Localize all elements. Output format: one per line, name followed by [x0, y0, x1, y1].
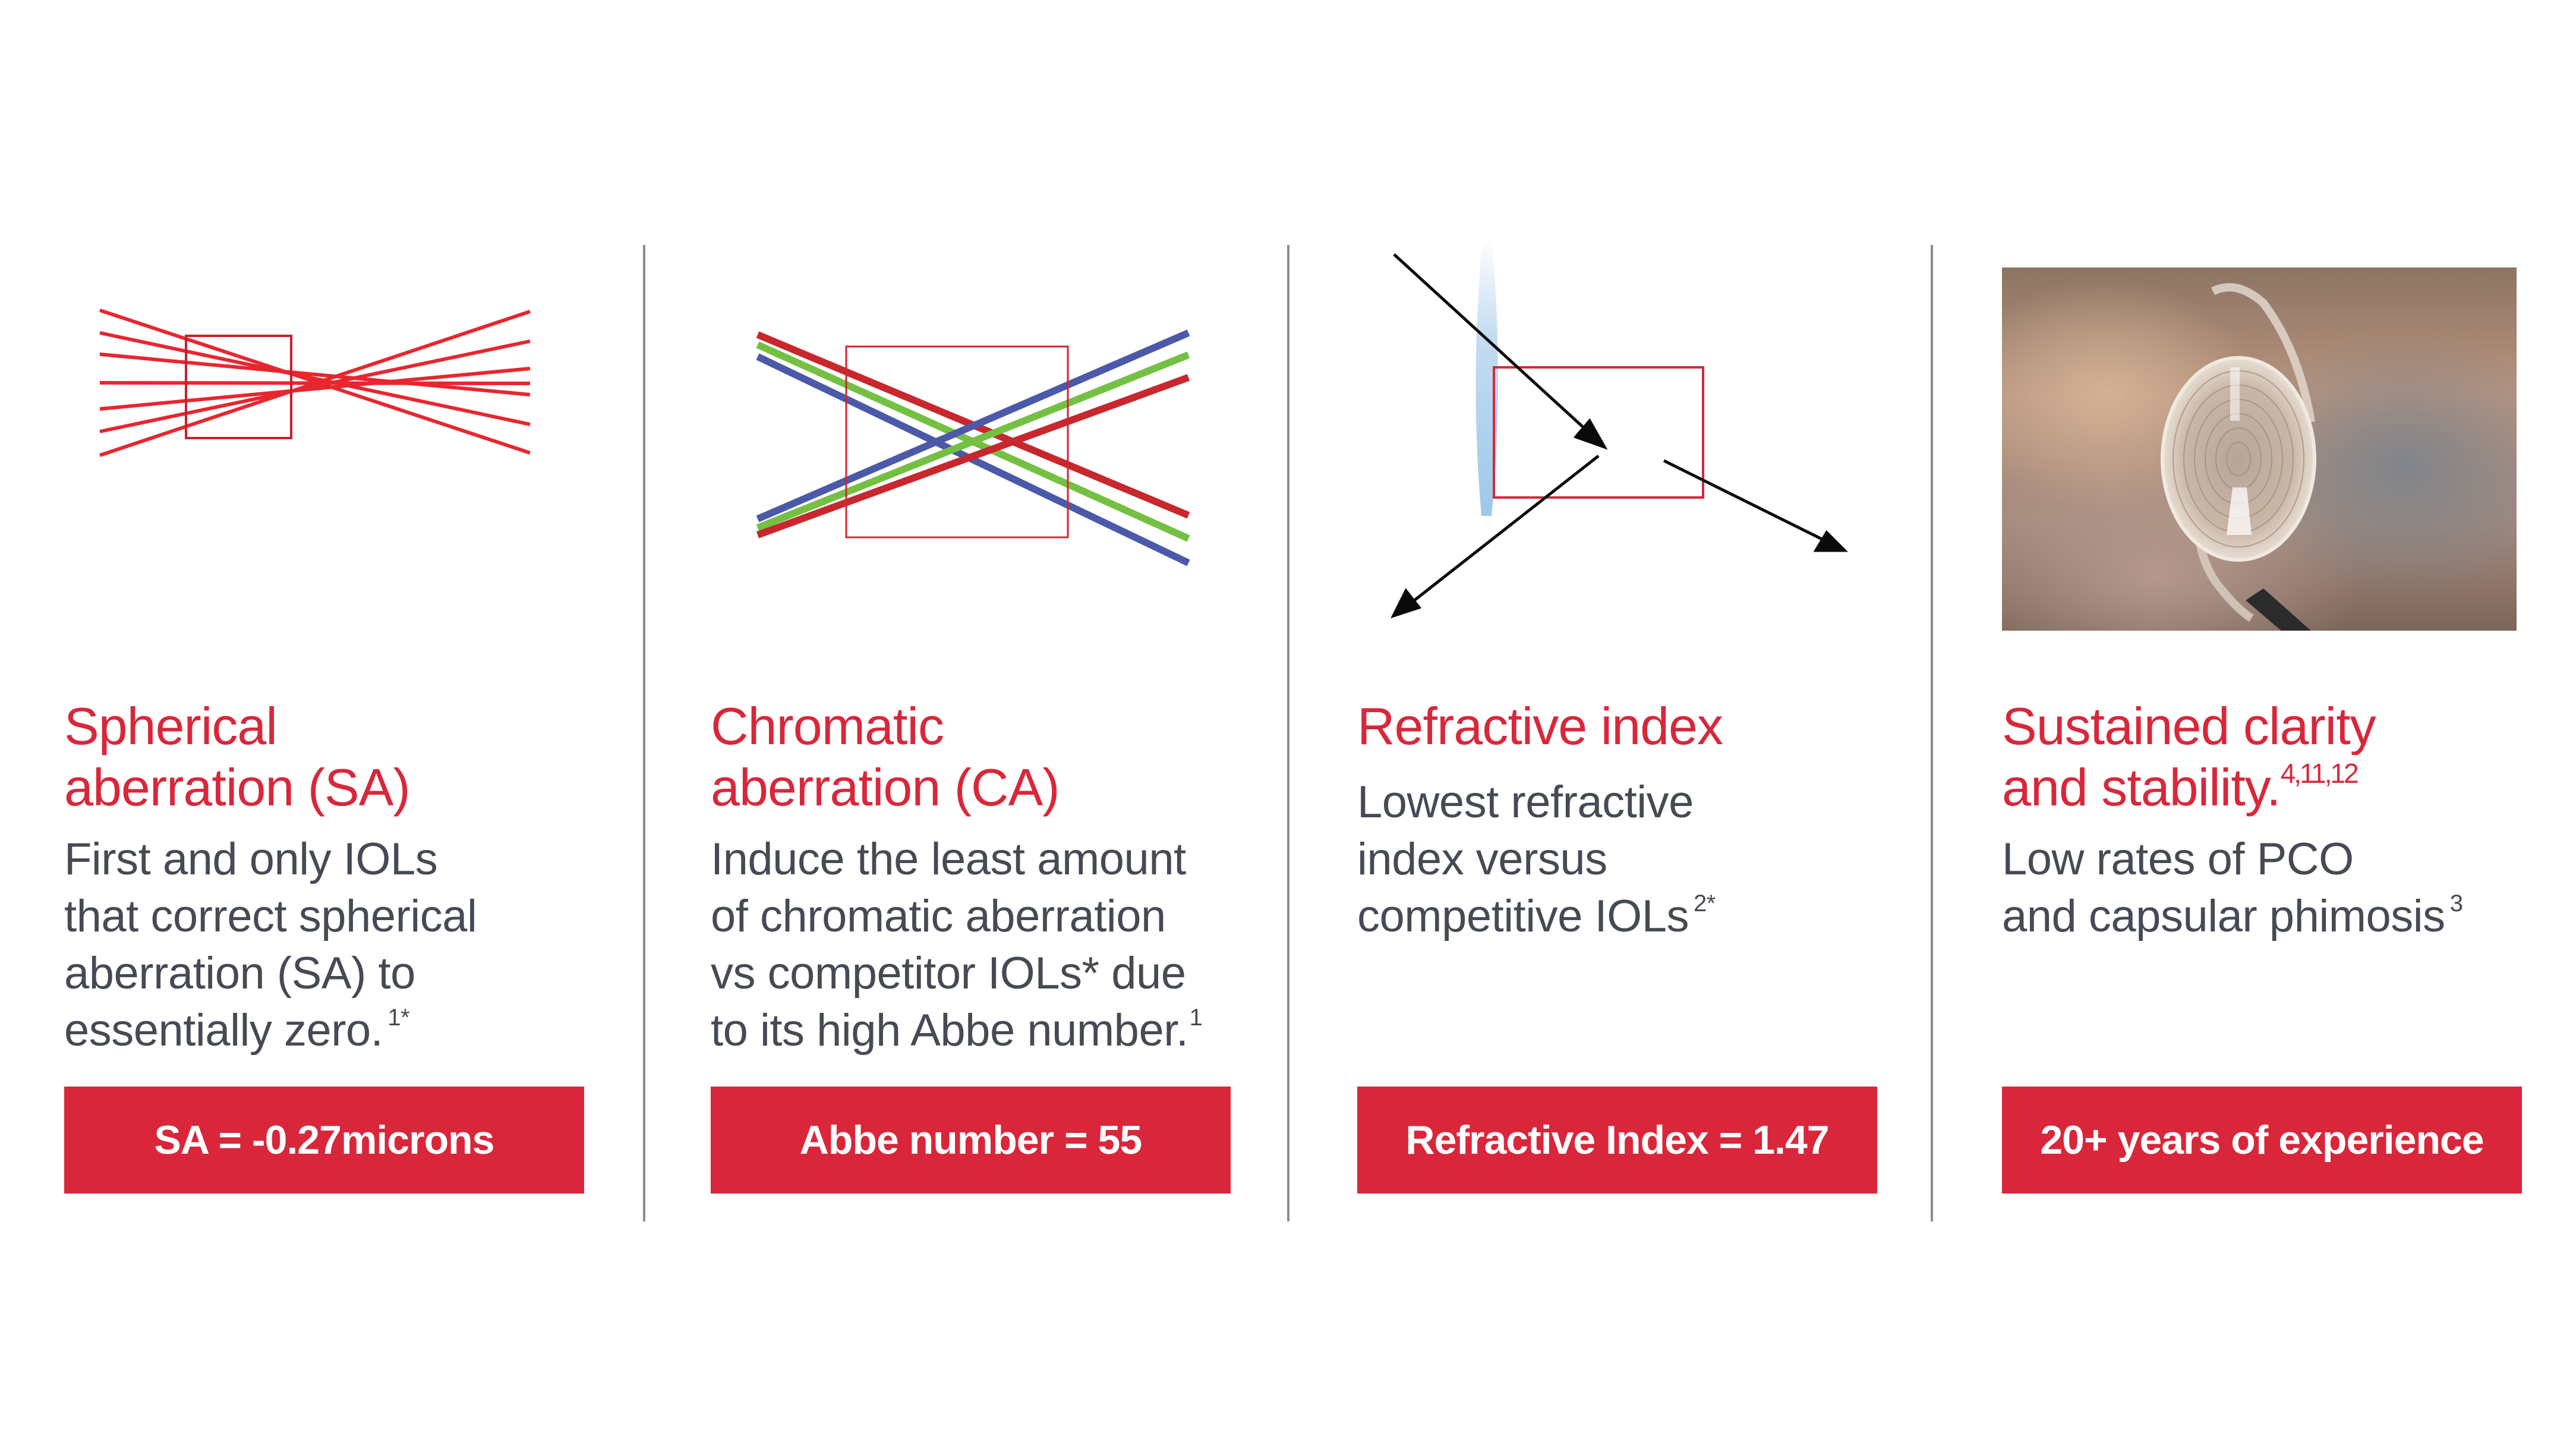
- spec-badge-refractive-index: Refractive Index = 1.47: [1357, 1087, 1877, 1194]
- spherical-aberration-diagram: [0, 0, 531, 666]
- spec-badge-experience: 20+ years of experience: [2002, 1087, 2522, 1194]
- description-line: essentially zero.1*: [64, 1005, 410, 1056]
- column-divider-1: [643, 245, 645, 1221]
- feature-column-chromatic-aberration: Chromatic aberration (CA) Induce the lea…: [0, 0, 1231, 1442]
- description-line: to its high Abbe number.1: [711, 1005, 1203, 1056]
- spherical-aberration-ray-diagram-icon: [99, 308, 531, 457]
- chromatic-aberration-rgb-ray-diagram-icon: [756, 329, 1190, 566]
- intraocular-lens-icon: [2161, 283, 2316, 631]
- heading-line: Chromatic: [711, 697, 944, 755]
- heading-line: aberration (CA): [711, 758, 1060, 817]
- description-line: aberration (SA) to: [64, 948, 415, 999]
- spec-badge-abbe-number: Abbe number = 55: [711, 1087, 1231, 1194]
- footnote-reference: 2*: [1694, 890, 1716, 917]
- intraocular-lens-photo: [2002, 267, 2517, 631]
- heading-line: Spherical: [64, 697, 278, 755]
- feature-heading: Spherical aberration (SA): [64, 695, 635, 818]
- footnote-reference: 4,11,12: [2280, 758, 2359, 789]
- description-line: First and only IOLs: [64, 834, 438, 884]
- feature-heading: Chromatic aberration (CA): [711, 695, 1281, 818]
- footnote-reference: 3: [2449, 890, 2463, 917]
- description-line: Induce the least amount: [711, 834, 1186, 884]
- description-line: index versus: [1357, 834, 1607, 884]
- heading-line: Sustained clarity: [2002, 697, 2376, 755]
- feature-description: Lowest refractive index versus competiti…: [1357, 774, 1928, 952]
- description-line: Lowest refractive: [1357, 777, 1694, 827]
- description-line: Low rates of PCO: [2002, 834, 2354, 884]
- spec-badge-spherical-aberration: SA = -0.27microns: [64, 1087, 584, 1194]
- heading-line: and stability.4,11,12: [2002, 758, 2359, 817]
- feature-heading: Refractive index: [1357, 695, 1928, 757]
- description-line: vs competitor IOLs* due: [711, 948, 1186, 999]
- lens-shape: [1475, 238, 1498, 516]
- chromatic-aberration-diagram: [0, 0, 1190, 666]
- feature-column-spherical-aberration: Spherical aberration (SA) First and only…: [0, 0, 584, 1442]
- feature-column-refractive-index: Refractive index Lowest refractive index…: [0, 0, 1877, 1442]
- refractive-index-diagram: [0, 0, 1849, 666]
- description-line: that correct spherical: [64, 891, 477, 942]
- heading-line: aberration (SA): [64, 758, 411, 817]
- description-line: of chromatic aberration: [711, 891, 1166, 942]
- feature-description: First and only IOLs that correct spheric…: [64, 831, 635, 1066]
- feature-description: Induce the least amount of chromatic abe…: [711, 831, 1281, 1066]
- column-divider-3: [1931, 245, 1933, 1221]
- feature-column-sustained-clarity: Sustained clarity and stability.4,11,12 …: [0, 0, 2522, 1442]
- footnote-reference: 1*: [387, 1005, 410, 1031]
- column-divider-2: [1287, 245, 1289, 1221]
- feature-heading: Sustained clarity and stability.4,11,12: [2002, 695, 2572, 827]
- refractive-index-lens-diagram-icon: [1391, 238, 1849, 619]
- footnote-reference: 1: [1189, 1005, 1203, 1031]
- heading-line: Refractive index: [1357, 697, 1723, 755]
